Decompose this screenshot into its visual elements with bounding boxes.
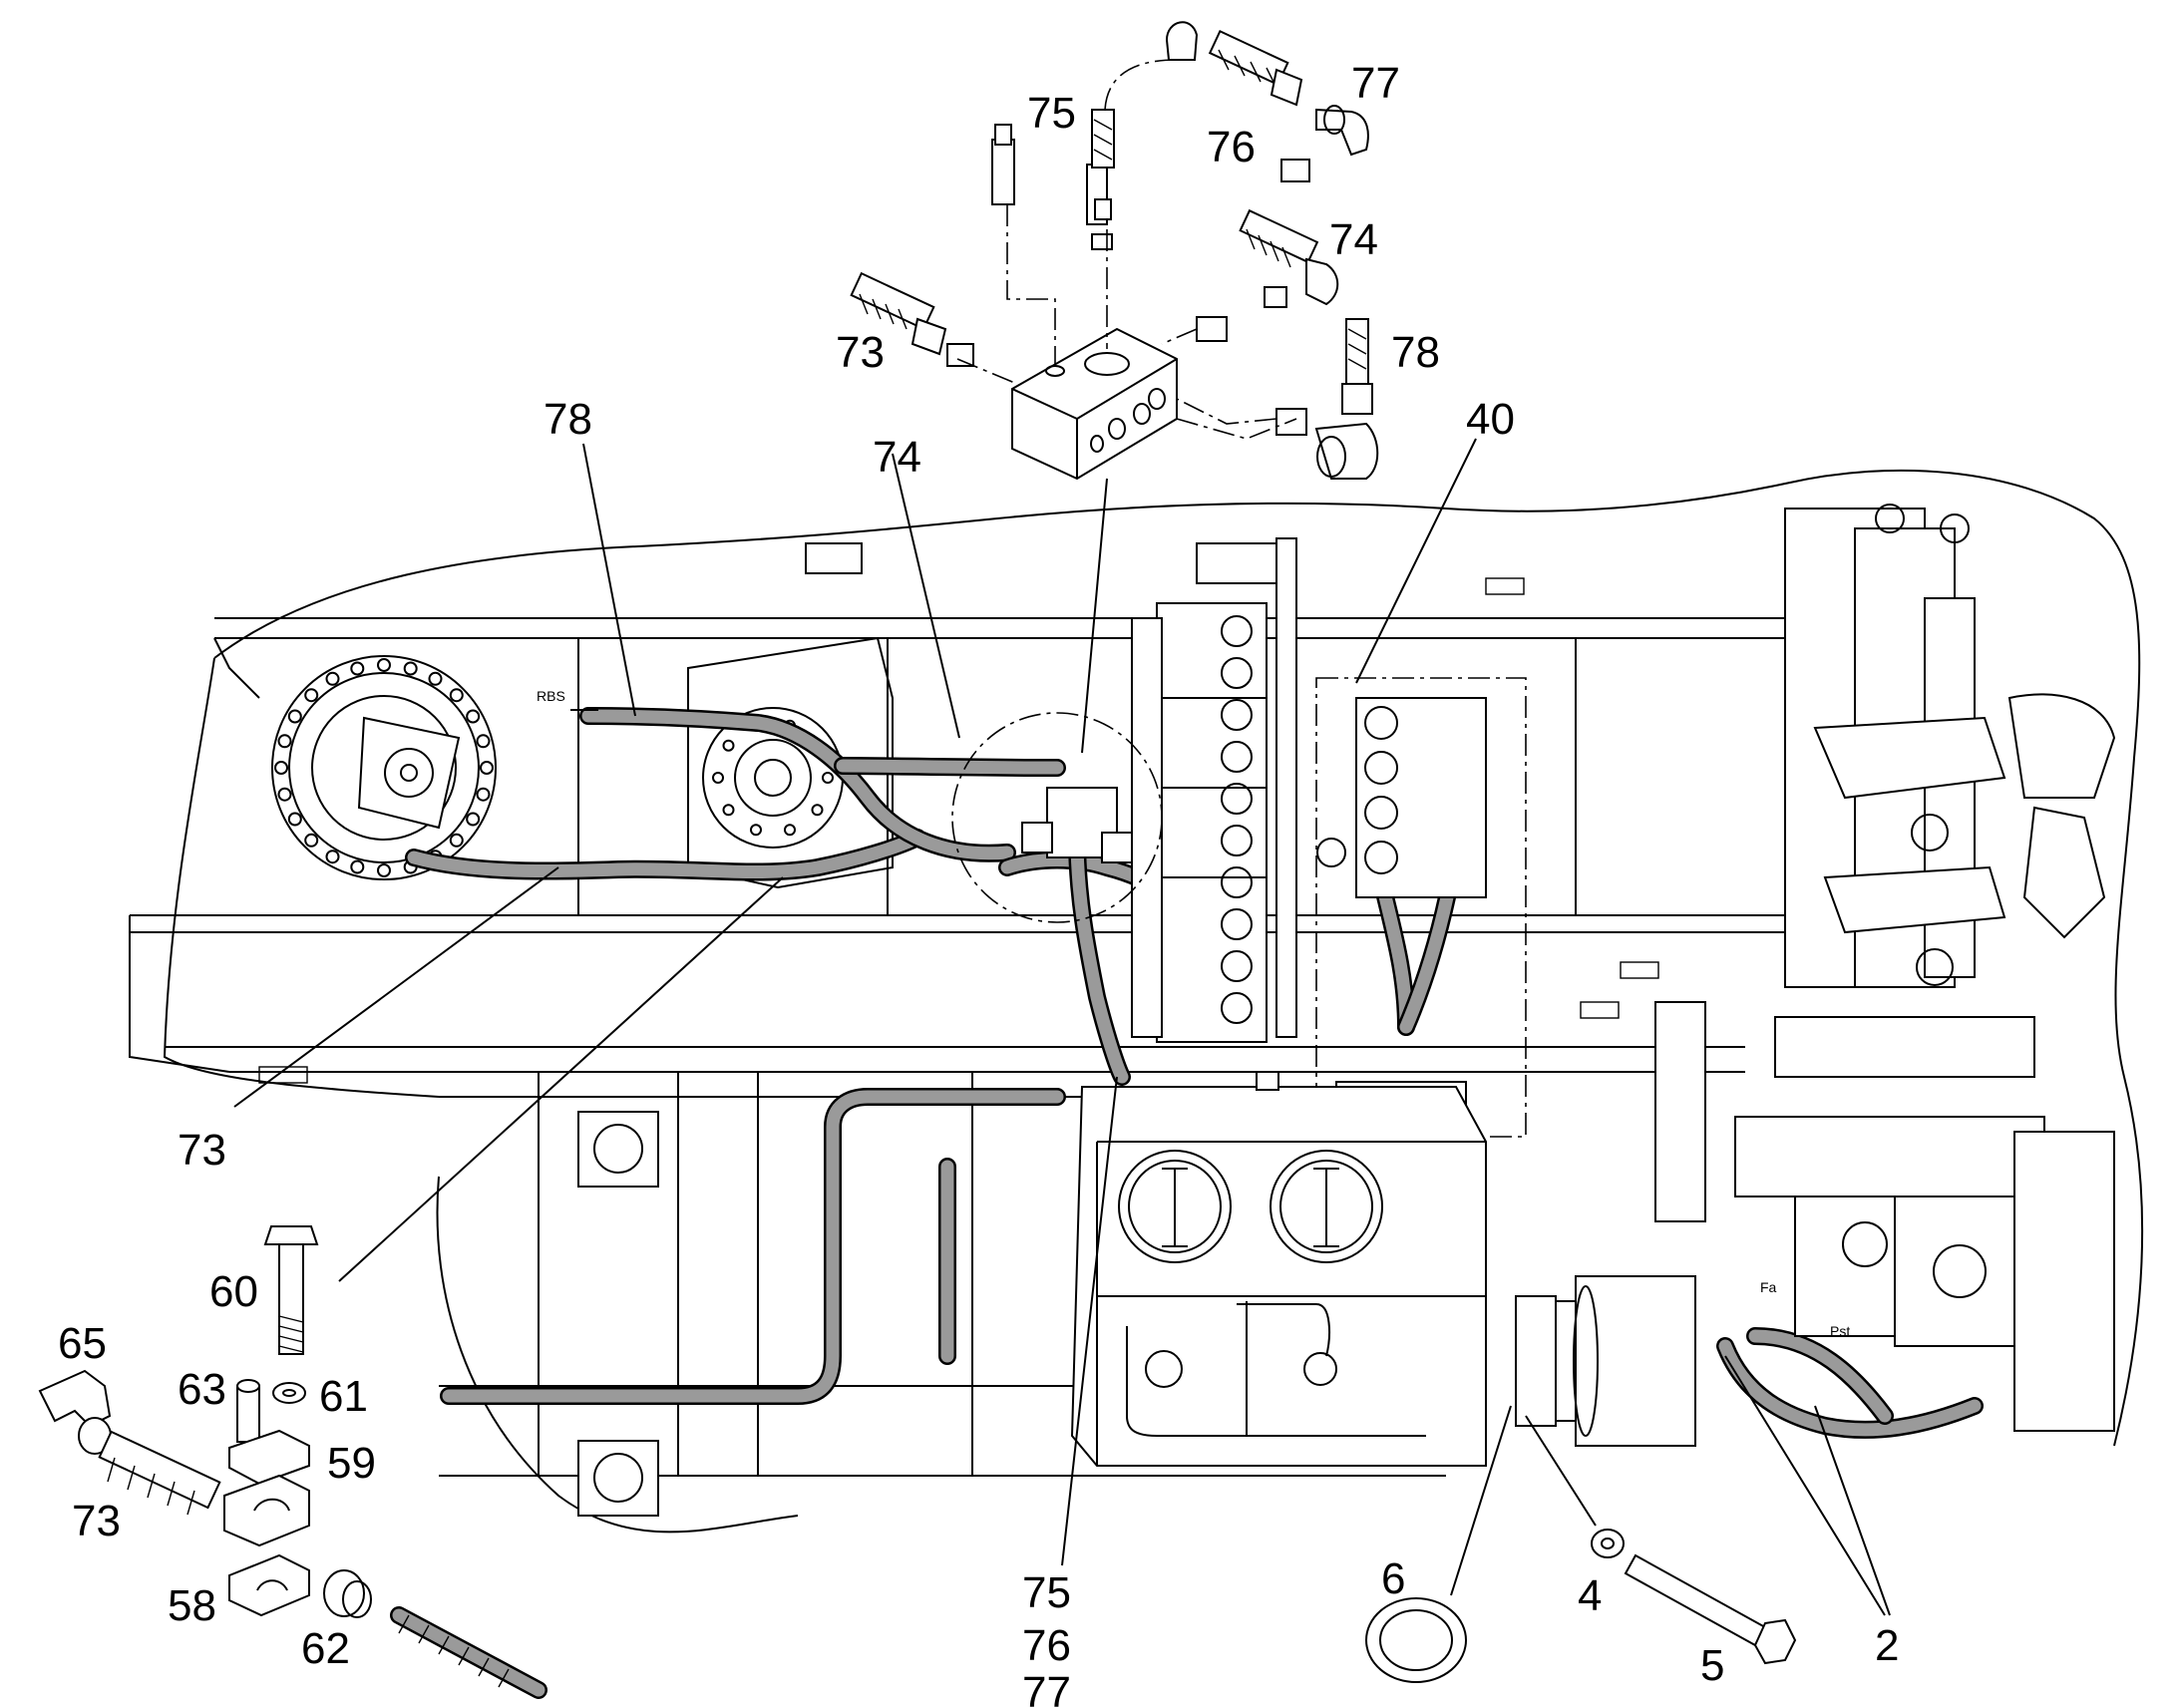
callout-73-kit: 73 [72, 1497, 121, 1545]
engine-block: Fa Pst [1515, 504, 2116, 1447]
valve-spool [1221, 741, 1253, 773]
callout-62: 62 [301, 1624, 350, 1673]
ring-bolt [449, 833, 464, 848]
detail-circle [951, 712, 1163, 923]
ring-bolt [449, 688, 464, 703]
ring-bolt [480, 761, 494, 775]
ring-bolt [304, 688, 319, 703]
ring-bolt [304, 833, 319, 848]
ring-bolt [466, 709, 481, 724]
ring-bolt [287, 812, 302, 827]
valve-spool [1221, 908, 1253, 940]
valve-spool [1221, 992, 1253, 1024]
machine-frame [129, 469, 2144, 1534]
top-fittings [850, 21, 1379, 480]
valve-spool [1221, 783, 1253, 815]
leader-lines [233, 438, 1891, 1616]
callout-77-bottom: 77 [1022, 1668, 1071, 1708]
rbs-label: RBS [537, 688, 565, 704]
callout-60: 60 [209, 1267, 258, 1316]
valve-spool [1221, 615, 1253, 647]
svg-text:Fa: Fa [1760, 1279, 1777, 1295]
slew-ring-assembly [271, 655, 497, 880]
ring-bolt [277, 787, 292, 802]
ring-bolt [325, 850, 340, 864]
callout-61: 61 [319, 1372, 368, 1421]
callout-4: 4 [1578, 1571, 1602, 1620]
callout-6: 6 [1381, 1554, 1405, 1603]
ring-bolt [274, 761, 288, 775]
valve-spool [1221, 657, 1253, 689]
joint-bolt [811, 804, 824, 817]
valve-bank [1131, 537, 1297, 1043]
callout-2: 2 [1875, 1621, 1899, 1670]
callout-73-left: 73 [178, 1126, 226, 1175]
clamp-kit [38, 1225, 1797, 1699]
ring-bolt [466, 812, 481, 827]
valve-spool [1221, 699, 1253, 731]
callout-59: 59 [327, 1439, 376, 1488]
callout-40: 40 [1466, 395, 1515, 444]
callout-78-left: 78 [544, 395, 592, 444]
callout-73-top: 73 [836, 328, 885, 377]
joint-bolt [712, 772, 724, 784]
ring-bolt [325, 671, 340, 686]
callout-76-bottom: 76 [1022, 1621, 1071, 1670]
callout-76-top: 76 [1207, 123, 1256, 171]
ring-bolt [350, 661, 365, 676]
valve-spool [1221, 825, 1253, 856]
callout-75-top: 75 [1027, 89, 1076, 138]
ring-bolt [350, 859, 365, 874]
valve-spool [1221, 950, 1253, 982]
joint-bolt [822, 772, 834, 784]
callout-78-right: 78 [1391, 328, 1440, 377]
callout-5: 5 [1700, 1641, 1724, 1690]
callout-63: 63 [178, 1365, 226, 1414]
joint-bolt [722, 804, 735, 817]
ring-bolt [476, 787, 491, 802]
hydraulic-tank [1070, 1071, 1487, 1467]
ring-bolt [277, 734, 292, 749]
distribution-block [1011, 327, 1178, 481]
callout-58: 58 [168, 1581, 216, 1630]
callout-74-top: 74 [1329, 215, 1378, 264]
callout-75-bottom: 75 [1022, 1568, 1071, 1617]
callout-77-top: 77 [1351, 59, 1400, 108]
joint-bolt [750, 824, 762, 837]
valve-spool [1221, 866, 1253, 898]
callout-65: 65 [58, 1319, 107, 1368]
ring-bolt [428, 671, 443, 686]
ring-bolt [476, 734, 491, 749]
valve-group-40 [1315, 677, 1527, 1140]
ring-bolt [377, 863, 391, 877]
joint-bolt [784, 824, 796, 837]
ring-bolt [403, 661, 418, 676]
callout-labels: 75 77 76 74 73 78 78 74 40 73 60 65 63 6… [58, 59, 1899, 1708]
ring-bolt [287, 709, 302, 724]
ring-bolt [377, 658, 391, 672]
joint-bolt [722, 739, 735, 752]
callout-74-mid: 74 [873, 433, 921, 482]
svg-text:Pst: Pst [1830, 1323, 1850, 1339]
